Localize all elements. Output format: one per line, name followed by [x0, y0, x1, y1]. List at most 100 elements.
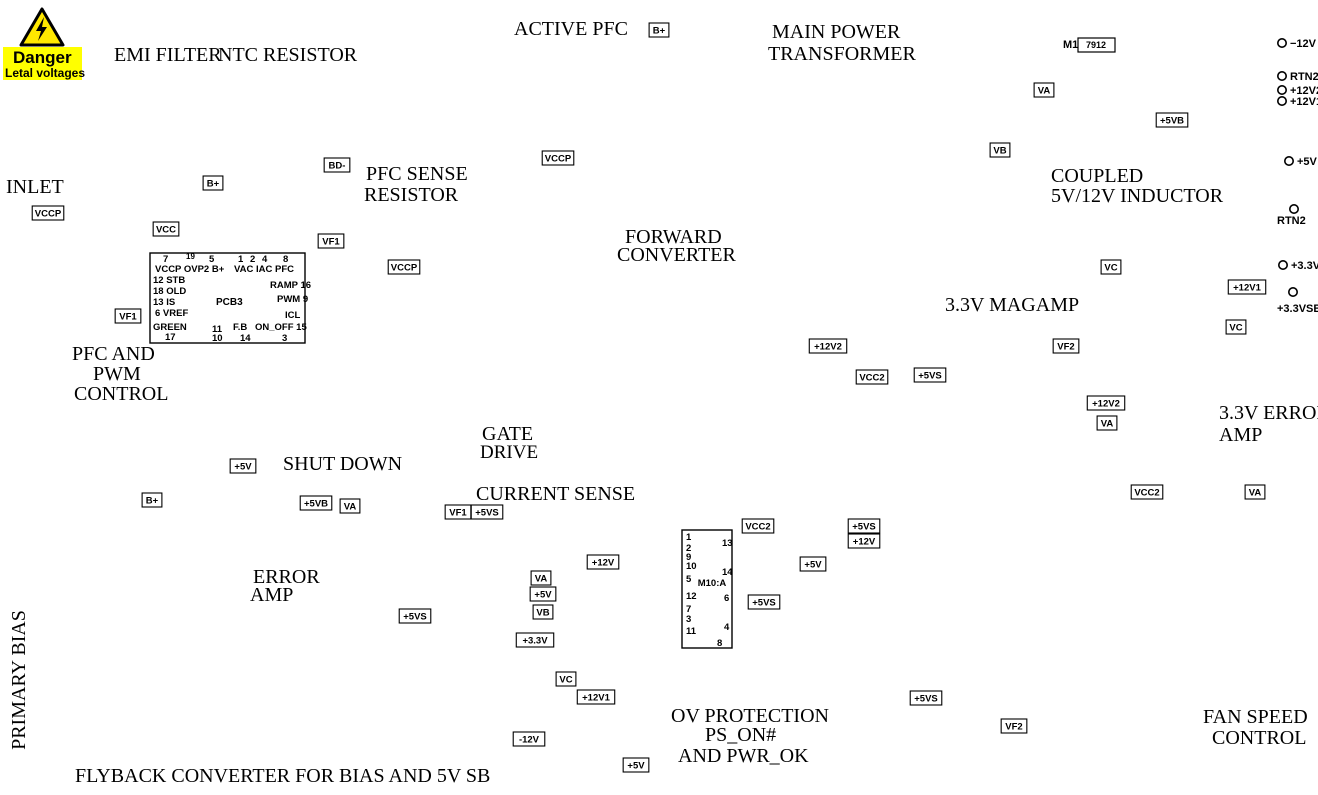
- svg-text:VA: VA: [1249, 488, 1262, 499]
- svg-text:VCC: VCC: [156, 225, 176, 236]
- svg-text:12 STB: 12 STB: [153, 275, 185, 286]
- svg-text:8: 8: [283, 254, 288, 265]
- svg-text:DRIVE: DRIVE: [480, 442, 538, 463]
- svg-text:17: 17: [165, 332, 176, 343]
- svg-text:VA: VA: [1101, 419, 1114, 430]
- svg-text:+12V: +12V: [853, 537, 876, 548]
- svg-text:-12V: -12V: [519, 735, 540, 746]
- svg-text:13 IS: 13 IS: [153, 297, 175, 308]
- svg-text:2: 2: [250, 254, 255, 265]
- svg-text:6 VREF: 6 VREF: [155, 308, 188, 319]
- svg-text:VCC2: VCC2: [859, 373, 884, 384]
- svg-text:B+: B+: [146, 496, 159, 507]
- svg-text:8: 8: [717, 638, 722, 649]
- svg-text:VF1: VF1: [322, 237, 340, 248]
- svg-text:14: 14: [240, 333, 251, 344]
- svg-text:4: 4: [724, 622, 730, 633]
- svg-text:+12V1: +12V1: [582, 693, 610, 704]
- svg-text:CURRENT SENSE: CURRENT SENSE: [476, 483, 635, 505]
- svg-text:7: 7: [163, 254, 168, 265]
- svg-text:Letal voltages: Letal voltages: [5, 66, 85, 80]
- svg-text:14: 14: [722, 567, 733, 578]
- svg-text:VCCP: VCCP: [391, 263, 418, 274]
- svg-text:5V/12V INDUCTOR: 5V/12V INDUCTOR: [1051, 185, 1224, 207]
- svg-text:+5VS: +5VS: [852, 522, 876, 533]
- svg-text:5: 5: [686, 574, 692, 585]
- svg-text:PWM: PWM: [93, 363, 141, 385]
- svg-text:NTC RESISTOR: NTC RESISTOR: [218, 44, 358, 66]
- svg-text:+5V: +5V: [534, 590, 552, 601]
- svg-text:RAMP 16: RAMP 16: [270, 280, 311, 291]
- svg-text:FAN SPEED: FAN SPEED: [1203, 706, 1308, 728]
- svg-text:Danger: Danger: [13, 48, 72, 67]
- svg-text:VAC IAC PFC: VAC IAC PFC: [234, 264, 294, 275]
- svg-text:10: 10: [686, 561, 697, 572]
- svg-text:1: 1: [238, 254, 244, 265]
- svg-text:GATE: GATE: [482, 423, 533, 445]
- svg-text:+5V: +5V: [627, 761, 645, 772]
- svg-text:VF1: VF1: [449, 508, 467, 519]
- svg-text:VC: VC: [1229, 323, 1242, 334]
- svg-text:VC: VC: [1104, 263, 1117, 274]
- svg-text:2: 2: [686, 543, 691, 554]
- svg-text:PRIMARY BIAS: PRIMARY BIAS: [8, 610, 30, 750]
- svg-text:+5VS: +5VS: [752, 598, 776, 609]
- svg-text:PFC AND: PFC AND: [72, 343, 155, 365]
- svg-text:VF2: VF2: [1057, 342, 1074, 353]
- svg-text:B+: B+: [207, 179, 220, 190]
- svg-text:PS_ON#: PS_ON#: [705, 724, 776, 746]
- svg-text:+3.3V: +3.3V: [1291, 260, 1318, 272]
- svg-text:3: 3: [686, 614, 691, 625]
- svg-text:−12V: −12V: [1290, 38, 1317, 50]
- svg-text:+3.3V: +3.3V: [522, 636, 548, 647]
- svg-text:F.B: F.B: [233, 322, 247, 333]
- svg-text:CONTROL: CONTROL: [1212, 727, 1306, 749]
- svg-text:BD-: BD-: [329, 161, 346, 172]
- svg-text:PCB3: PCB3: [216, 297, 243, 308]
- svg-text:+12V2: +12V2: [1092, 399, 1120, 410]
- svg-text:INLET: INLET: [6, 176, 64, 198]
- svg-text:ON_OFF 15: ON_OFF 15: [255, 322, 307, 333]
- svg-text:RTN2: RTN2: [1290, 71, 1318, 83]
- svg-text:+5VS: +5VS: [914, 694, 938, 705]
- svg-text:+5VS: +5VS: [475, 508, 499, 519]
- svg-text:11: 11: [212, 324, 223, 335]
- svg-text:ICL: ICL: [285, 310, 301, 321]
- svg-text:VB: VB: [993, 146, 1006, 157]
- svg-text:TRANSFORMER: TRANSFORMER: [768, 43, 916, 65]
- svg-text:6: 6: [724, 593, 729, 604]
- svg-text:3.3V ERROR: 3.3V ERROR: [1219, 402, 1318, 424]
- svg-text:VCC2: VCC2: [1134, 488, 1159, 499]
- svg-text:3: 3: [282, 333, 287, 344]
- svg-text:4: 4: [262, 254, 268, 265]
- svg-text:VA: VA: [535, 574, 548, 585]
- svg-text:VC: VC: [559, 675, 572, 686]
- svg-text:M1: M1: [1063, 39, 1078, 51]
- svg-text:VCC2: VCC2: [745, 522, 770, 533]
- svg-text:RTN2: RTN2: [1277, 215, 1306, 227]
- svg-text:FORWARD: FORWARD: [625, 226, 722, 248]
- svg-text:12: 12: [686, 591, 697, 602]
- svg-text:+5VB: +5VB: [1160, 116, 1184, 127]
- svg-text:+12V: +12V: [592, 558, 615, 569]
- svg-text:AMP: AMP: [1219, 424, 1262, 446]
- svg-text:CONTROL: CONTROL: [74, 383, 168, 405]
- svg-text:MAIN POWER: MAIN POWER: [772, 21, 901, 43]
- svg-text:AMP: AMP: [250, 584, 293, 606]
- svg-text:VF1: VF1: [119, 312, 137, 323]
- svg-text:EMI FILTER: EMI FILTER: [114, 44, 222, 66]
- svg-text:VA: VA: [344, 502, 357, 513]
- svg-text:+5V: +5V: [234, 462, 252, 473]
- svg-text:7: 7: [686, 604, 691, 615]
- svg-text:+12V1: +12V1: [1233, 283, 1261, 294]
- svg-text:+12V2: +12V2: [814, 342, 842, 353]
- svg-text:5: 5: [209, 254, 215, 265]
- svg-text:+12V2: +12V2: [1290, 85, 1318, 97]
- svg-text:9: 9: [686, 552, 691, 563]
- svg-text:AND PWR_OK: AND PWR_OK: [678, 745, 809, 767]
- svg-text:13: 13: [722, 538, 733, 549]
- svg-text:VA: VA: [1038, 86, 1051, 97]
- svg-text:PWM 9: PWM 9: [277, 294, 308, 305]
- svg-text:VCCP OVP2 B+: VCCP OVP2 B+: [155, 264, 225, 275]
- svg-text:+5VS: +5VS: [918, 371, 942, 382]
